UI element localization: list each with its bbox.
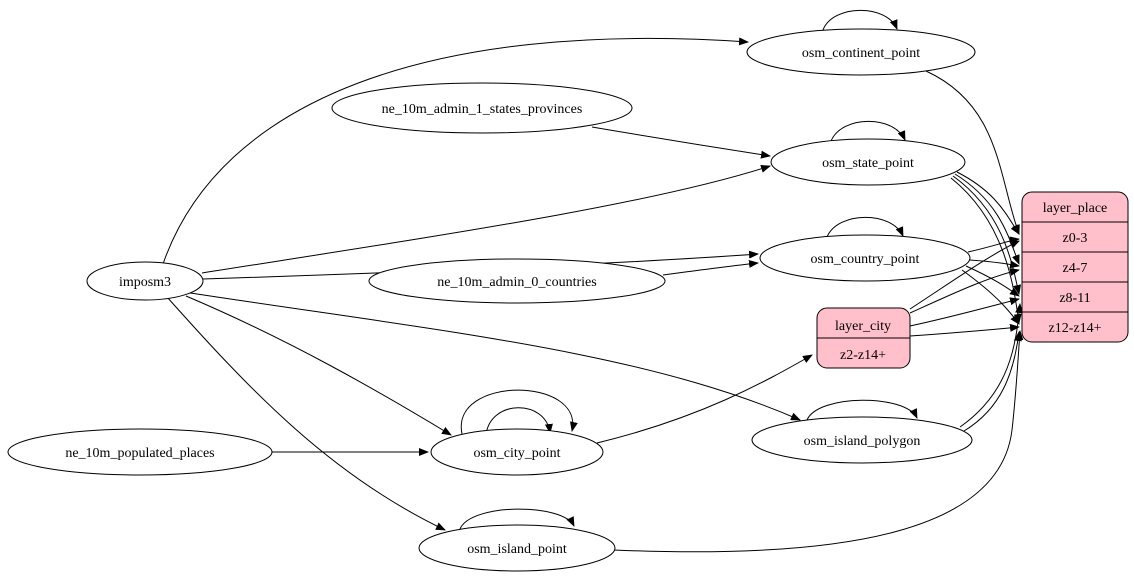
node-osm_island_point-shape xyxy=(418,524,616,572)
edge-osm_state_point-to-layer_place-z8-11 xyxy=(952,175,1021,295)
edge-osm_state_point-to-layer_place-z4-7 xyxy=(954,173,1020,265)
node-osm_city_point-shape xyxy=(430,428,604,476)
node-osm_island_point-label: osm_island_point xyxy=(467,542,567,557)
edge-osm_country_point-to-layer_place-z4-7 xyxy=(969,259,1020,269)
edge-layer_city-to-layer_place-z4-7 xyxy=(909,268,1020,314)
node-osm_continent_point-label: osm_continent_point xyxy=(802,46,920,61)
node-ne_10m_populated_places-label: ne_10m_populated_places xyxy=(65,446,214,461)
edge-selfloop-osm_state_point xyxy=(830,120,906,142)
node-osm_country_point: osm_country_point xyxy=(759,234,971,282)
edge-selfloop-inner-osm_city_point xyxy=(485,407,553,436)
node-osm_state_point-label: osm_state_point xyxy=(822,156,914,171)
edge-layer_city-to-layer_place-z0-3 xyxy=(909,240,1020,310)
node-osm_island_polygon-label: osm_island_polygon xyxy=(804,434,921,449)
node-ne_10m_admin_0_countries: ne_10m_admin_0_countries xyxy=(368,258,666,304)
record-layer_place-row-z12-z14: z12-z14+ xyxy=(1049,321,1102,336)
edge-selfloop-outer-osm_city_point xyxy=(460,389,578,435)
edge-imposm3-to-osm_island_point xyxy=(166,296,446,531)
node-ne_10m_admin_0_countries-label: ne_10m_admin_0_countries xyxy=(437,275,596,290)
node-imposm3-shape xyxy=(86,261,204,301)
node-osm_island_point: osm_island_point xyxy=(418,524,616,572)
node-imposm3-label: imposm3 xyxy=(119,275,171,290)
edge-osm_island_polygon-to-layer_place-z12-z14 xyxy=(963,331,1022,432)
node-osm_city_point-label: osm_city_point xyxy=(473,446,560,461)
edges xyxy=(162,9,1024,553)
edge-layer_city-to-layer_place-z8-11 xyxy=(909,297,1020,327)
node-osm_island_polygon-shape xyxy=(751,416,973,464)
edge-osm_country_point-to-layer_place-z0-3 xyxy=(967,236,1020,253)
edge-ne_10m_admin_1_states_provinces-to-osm_state_point xyxy=(591,126,771,159)
record-layer_city-title: layer_city xyxy=(835,319,891,334)
node-ne_10m_admin_1_states_provinces: ne_10m_admin_1_states_provinces xyxy=(331,82,633,134)
edge-osm_city_point-to-layer_city-z2-z14 xyxy=(596,354,813,444)
record-layer_place-row-z4-7: z4-7 xyxy=(1063,261,1088,276)
edge-imposm3-to-osm_state_point xyxy=(201,164,771,274)
node-ne_10m_admin_1_states_provinces-shape xyxy=(331,82,633,134)
edge-imposm3-to-osm_city_point xyxy=(185,295,452,436)
edge-imposm3-to-osm_continent_point xyxy=(162,37,749,265)
edge-selfloop-osm_continent_point xyxy=(822,9,898,31)
record-layer_place: layer_place z0-3 z4-7 z8-11 z12-z14+ xyxy=(1021,191,1129,343)
record-layer_city: layer_city z2-z14+ xyxy=(816,307,911,369)
edge-osm_state_point-to-layer_place-z0-3 xyxy=(956,171,1020,235)
node-osm_country_point-label: osm_country_point xyxy=(811,252,920,267)
node-osm_continent_point-shape xyxy=(746,28,976,76)
node-osm_state_point-shape xyxy=(770,138,966,186)
edge-selfloop-osm_country_point xyxy=(826,216,904,238)
record-layer_place-title: layer_place xyxy=(1043,201,1108,216)
node-ne_10m_populated_places-shape xyxy=(7,428,273,476)
record-layer_city-row-z2-z14: z2-z14+ xyxy=(840,348,886,363)
edge-osm_country_point-to-layer_place-z8-11 xyxy=(965,265,1020,297)
node-osm_state_point: osm_state_point xyxy=(770,138,966,186)
edge-osm_continent_point-to-layer_place-z0-3 xyxy=(925,70,1020,235)
record-layer_place-shape xyxy=(1021,191,1129,343)
node-imposm3: imposm3 xyxy=(86,261,204,301)
edge-layer_city-to-layer_place-z12-z14 xyxy=(909,323,1020,337)
node-osm_country_point-shape xyxy=(759,234,971,282)
edge-ne_10m_admin_0_countries-to-osm_country_point xyxy=(662,259,759,276)
nodes: imposm3 ne_10m_admin_1_states_provinces … xyxy=(7,28,1129,572)
edge-osm_island_point-to-layer_place-z12-z14 xyxy=(613,330,1024,553)
node-ne_10m_admin_0_countries-shape xyxy=(368,258,666,304)
record-layer_place-row-z0-3: z0-3 xyxy=(1063,231,1088,246)
node-ne_10m_populated_places: ne_10m_populated_places xyxy=(7,428,273,476)
node-osm_island_polygon: osm_island_polygon xyxy=(751,416,973,464)
edge-imposm3-to-osm_island_polygon xyxy=(183,291,801,421)
edge-osm_country_point-to-layer_place-z12-z14 xyxy=(961,269,1020,325)
record-layer_place-row-z8-11: z8-11 xyxy=(1059,291,1090,306)
node-ne_10m_admin_1_states_provinces-label: ne_10m_admin_1_states_provinces xyxy=(382,102,583,117)
node-osm_city_point: osm_city_point xyxy=(430,428,604,476)
node-osm_continent_point: osm_continent_point xyxy=(746,28,976,76)
edge-osm_island_polygon-to-layer_place-z8-11 xyxy=(959,303,1024,428)
edge-selfloop-osm_island_polygon xyxy=(806,399,918,421)
edge-selfloop-osm_island_point xyxy=(459,508,575,530)
